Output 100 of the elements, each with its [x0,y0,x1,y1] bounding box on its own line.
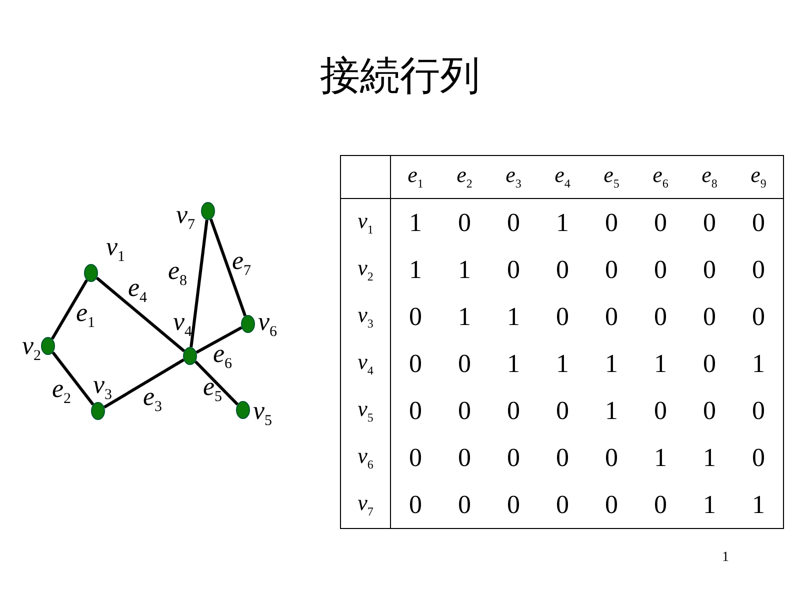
matrix-entry: 1 [604,348,619,380]
vertex-label: v$_{4}$ [173,309,192,342]
matrix-entry: 0 [457,394,472,426]
edge-line [190,220,208,348]
edge-line [104,358,184,408]
matrix-entry: 0 [587,481,636,528]
column-header: e$_{5}$ [587,156,636,198]
column-header: e$_{8}$ [685,156,734,198]
edge-label: e$_{7}$ [232,248,252,282]
matrix-entry: 0 [604,254,619,286]
matrix-entry: 0 [653,300,668,332]
matrix-entry: 1 [702,442,717,474]
matrix-entry: 0 [734,293,784,340]
matrix-entry: 0 [390,481,440,528]
matrix-entry: 0 [506,394,521,426]
matrix-entry: 0 [440,481,489,528]
vertex-label: v$_{3}$ [93,372,112,406]
edge-label: e$_{4}$ [128,275,148,308]
title: 接続行列 [319,52,481,101]
edge-line [209,218,247,316]
vertex-label: v$_{2}$ [22,333,42,366]
vertex-circle [41,337,55,355]
matrix-entry: 0 [653,254,668,286]
matrix-entry: 0 [390,387,440,434]
edge-line [52,351,94,406]
matrix-entry: 0 [587,198,636,246]
column-header: e$_{1}$ [390,156,440,198]
matrix-entry: 0 [457,348,472,380]
vertex-label: v$_{5}$ [253,398,272,432]
column-header: e$_{3}$ [489,156,538,198]
matrix-entry: 0 [506,442,521,474]
matrix-entry: 1 [506,348,521,380]
matrix-entry: 0 [555,254,570,286]
row-header: v$_{7}$ [340,481,390,528]
matrix-entry: 0 [390,293,440,340]
edge-label: e$_{8}$ [168,258,188,292]
matrix-entry: 0 [457,442,472,474]
matrix-entry: 0 [538,481,587,528]
edge-label: e$_{5}$ [203,374,222,408]
matrix-entry: 1 [555,348,570,380]
edge-line [196,326,242,354]
matrix-entry: 0 [702,254,717,286]
column-header: e$_{6}$ [636,156,685,198]
matrix-entry: 0 [734,246,784,293]
matrix-entry: 1 [457,300,472,332]
matrix-entry: 0 [555,442,570,474]
column-header: e$_{4}$ [538,156,587,198]
matrix-entry: 1 [653,442,668,474]
matrix-entry: 0 [440,198,489,246]
vertex-circle [84,264,98,282]
matrix-entry: 1 [685,481,734,528]
matrix-entry: 1 [604,394,619,426]
matrix-entry: 0 [489,198,538,246]
matrix-entry: 0 [685,198,734,246]
edge-line [50,279,88,340]
column-header: e$_{9}$ [734,156,784,198]
edge-label: e$_{6}$ [213,341,232,374]
page-number: 1 [722,550,729,566]
matrix-entry: 1 [538,198,587,246]
row-header: v$_{5}$ [340,387,390,434]
matrix-entry: 0 [390,434,440,481]
vertex-circle [183,347,197,365]
matrix-entry: 0 [702,300,717,332]
vertex-circle [91,402,105,420]
edge-line [96,276,186,352]
matrix-entry: 0 [636,198,685,246]
vertex-circle [241,315,255,333]
vertex-label: v$_{6}$ [258,309,278,342]
matrix-entry: 0 [702,348,717,380]
matrix-entry: 0 [604,442,619,474]
row-header: v$_{3}$ [340,293,390,340]
edge-label: e$_{1}$ [76,300,96,334]
matrix-entry: 0 [734,198,784,246]
vertex-label: v$_{1}$ [106,234,126,268]
edge-line [194,360,239,406]
matrix-entry: 0 [489,481,538,528]
matrix-entry: 0 [555,394,570,426]
matrix-entry: 1 [390,198,440,246]
row-header: v$_{2}$ [340,246,390,293]
matrix-entry: 0 [390,340,440,387]
matrix-entry: 0 [506,254,521,286]
matrix-entry: 0 [734,387,784,434]
matrix-entry: 1 [390,246,440,293]
matrix-entry: 1 [734,340,784,387]
matrix-entry: 0 [734,434,784,481]
matrix-entry: 1 [506,300,521,332]
matrix-entry: 1 [734,481,784,528]
vertex-label: v$_{7}$ [176,202,196,236]
matrix-entry: 0 [555,300,570,332]
vertex-circle [236,401,250,419]
column-header: e$_{2}$ [440,156,489,198]
matrix-entry: 0 [653,394,668,426]
matrix-entry: 1 [457,254,472,286]
matrix-entry: 0 [604,300,619,332]
edge-label: e$_{3}$ [143,384,162,418]
vertex-circle [201,202,215,220]
row-header: v$_{6}$ [340,434,390,481]
row-header: v$_{4}$ [340,340,390,387]
matrix-entry: 0 [702,394,717,426]
matrix-entry: 0 [636,481,685,528]
